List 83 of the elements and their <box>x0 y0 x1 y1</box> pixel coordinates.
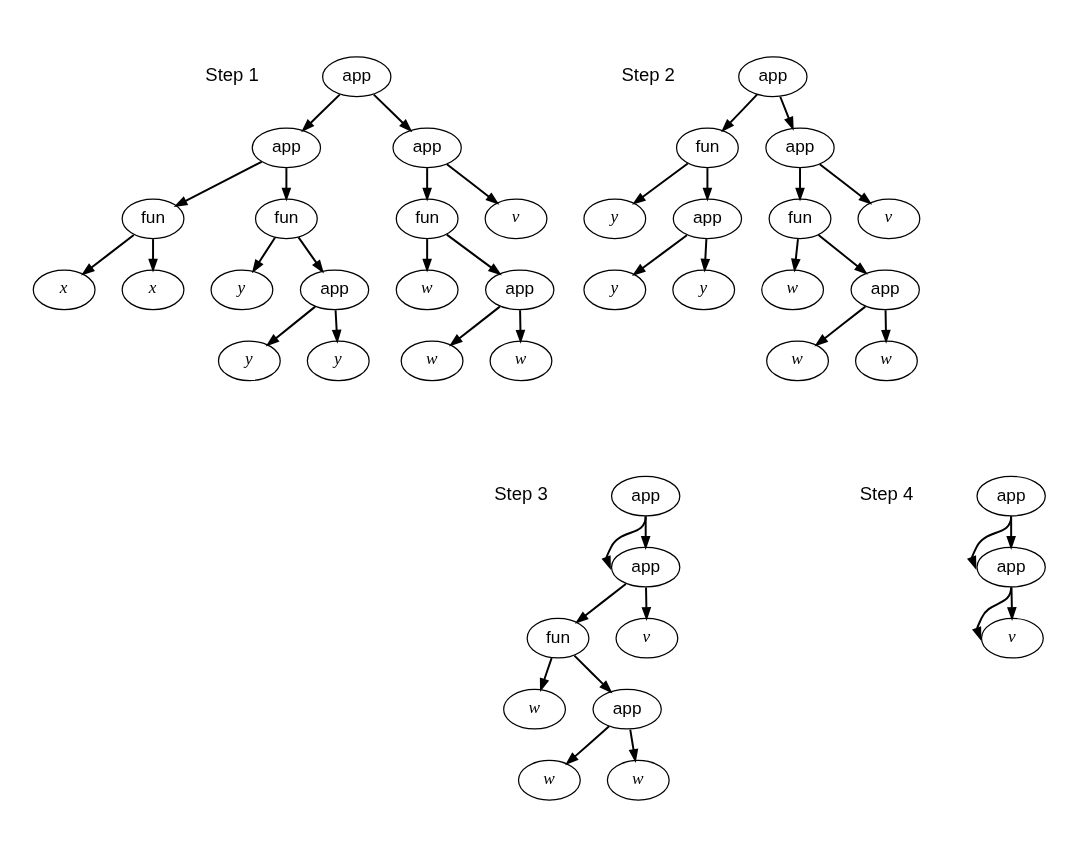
node-ellipse: app <box>976 475 1046 517</box>
node-ellipse: fun <box>395 197 459 239</box>
node-ellipse: v <box>615 617 679 659</box>
arrow <box>539 656 553 692</box>
node-ellipse: fun <box>526 617 590 659</box>
label: Step 4 <box>859 482 914 504</box>
node-ellipse: app <box>251 126 322 168</box>
arrow <box>700 237 711 273</box>
arrow <box>281 166 292 202</box>
arrow <box>779 95 794 131</box>
node-ellipse: x <box>32 268 96 310</box>
arrow <box>331 308 342 344</box>
arrow <box>818 162 873 205</box>
node-ellipse: w <box>606 759 670 801</box>
arrow <box>573 654 613 693</box>
node-ellipse: v <box>980 617 1044 659</box>
arrow <box>972 585 1013 641</box>
arrow <box>173 160 263 207</box>
arrow <box>632 162 689 205</box>
node-ellipse: v <box>484 197 548 239</box>
arrow <box>791 237 801 273</box>
node-ellipse: y <box>583 197 647 239</box>
arrow <box>445 233 502 275</box>
arrow <box>445 162 500 205</box>
arrow <box>448 305 501 346</box>
node-ellipse: v <box>857 197 921 239</box>
arrow <box>297 235 324 274</box>
arrow <box>422 237 432 273</box>
node-ellipse: fun <box>768 197 832 239</box>
arrow <box>1007 586 1017 621</box>
arrow <box>574 582 627 624</box>
arrow <box>601 514 647 570</box>
node-ellipse: y <box>217 339 281 381</box>
node-ellipse: app <box>672 197 743 239</box>
arrow <box>251 236 276 273</box>
node-ellipse: w <box>395 268 459 310</box>
node-ellipse: y <box>210 268 274 310</box>
node-ellipse: app <box>610 546 681 588</box>
node-ellipse: w <box>761 268 825 310</box>
arrow <box>702 166 713 202</box>
arrow <box>628 728 639 763</box>
node-ellipse: y <box>306 339 370 381</box>
label: Step 2 <box>621 63 675 85</box>
node-ellipse: app <box>738 55 808 97</box>
label: Step 3 <box>494 482 548 504</box>
node-ellipse: app <box>765 126 835 168</box>
node-ellipse: w <box>489 339 553 381</box>
node-ellipse: w <box>766 339 830 381</box>
node-ellipse: app <box>299 268 370 310</box>
node-ellipse: w <box>400 339 464 381</box>
node-ellipse: app <box>592 688 662 730</box>
arrow <box>148 237 158 273</box>
arrow <box>967 514 1013 570</box>
node-ellipse: w <box>854 339 918 381</box>
node-ellipse: app <box>485 268 555 310</box>
node-ellipse: w <box>517 759 581 801</box>
arrow <box>631 233 688 276</box>
node-ellipse: app <box>850 268 920 310</box>
arrow <box>814 305 867 346</box>
arrow <box>301 93 341 132</box>
node-ellipse: app <box>392 126 462 168</box>
node-ellipse: fun <box>675 126 739 168</box>
node-ellipse: x <box>121 268 185 310</box>
arrow <box>565 724 611 765</box>
node-ellipse: app <box>976 546 1046 588</box>
node-ellipse: fun <box>254 197 318 239</box>
node-ellipse: app <box>610 475 681 517</box>
arrow <box>721 93 758 132</box>
arrow <box>641 586 652 621</box>
arrow <box>515 308 526 344</box>
arrow <box>795 166 805 202</box>
node-ellipse: y <box>583 268 647 310</box>
arrow <box>817 233 868 275</box>
arrow <box>881 308 891 344</box>
node-ellipse: y <box>672 268 736 310</box>
arrow <box>265 305 317 346</box>
node-ellipse: fun <box>121 197 185 239</box>
label: Step 1 <box>205 63 259 85</box>
arrow <box>81 233 135 276</box>
node-ellipse: app <box>322 55 392 97</box>
node-ellipse: w <box>503 688 567 730</box>
arrow <box>372 93 413 132</box>
arrow <box>422 166 432 202</box>
